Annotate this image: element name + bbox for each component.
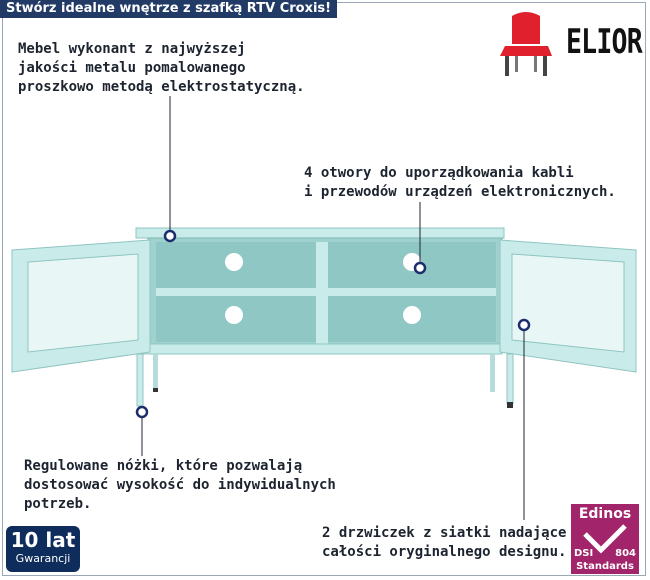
right-door-mesh <box>511 253 625 353</box>
leg-foot <box>153 388 158 392</box>
divider <box>316 242 328 350</box>
certification-badge: Edinos DSI 804 Standards <box>571 504 639 574</box>
leg <box>136 353 144 407</box>
callout-holes: 4 otwory do uporządkowania kabli i przew… <box>304 165 616 200</box>
leg <box>153 354 158 390</box>
leg-foot <box>507 402 513 408</box>
cert-bottom: Standards <box>576 561 634 572</box>
marker-dot-icon <box>135 405 149 419</box>
callout-doors: 2 drzwiczek z siatki nadające całości or… <box>322 525 567 560</box>
marker-dot-icon <box>163 229 177 243</box>
leg <box>506 353 514 405</box>
warranty-label: Gwarancji <box>15 552 71 565</box>
cert-left: DSI <box>574 548 594 559</box>
marker-dot-icon <box>413 261 427 275</box>
checkmark-icon <box>583 524 627 554</box>
page-title: Stwórz idealne wnętrze z szafką RTV Crox… <box>0 0 338 18</box>
cabinet-base <box>139 343 503 355</box>
warranty-badge: 10 lat Gwarancji <box>6 526 80 572</box>
left-door-mesh <box>27 253 139 353</box>
marker-dot-icon <box>517 318 531 332</box>
cabinet-top <box>135 227 505 239</box>
brand-logo: ELIOR <box>566 22 643 62</box>
cable-hole <box>225 306 243 324</box>
leg <box>490 354 495 392</box>
cable-hole <box>403 306 421 324</box>
chair-icon <box>500 12 552 76</box>
warranty-years: 10 lat <box>10 528 76 552</box>
cable-hole <box>225 253 243 271</box>
callout-metal: Mebel wykonant z najwyższej jakości meta… <box>18 41 305 95</box>
cert-name: Edinos <box>578 506 632 522</box>
cert-right: 804 <box>615 548 636 559</box>
callout-legs: Regulowane nóżki, które pozwalają dostos… <box>24 458 336 512</box>
